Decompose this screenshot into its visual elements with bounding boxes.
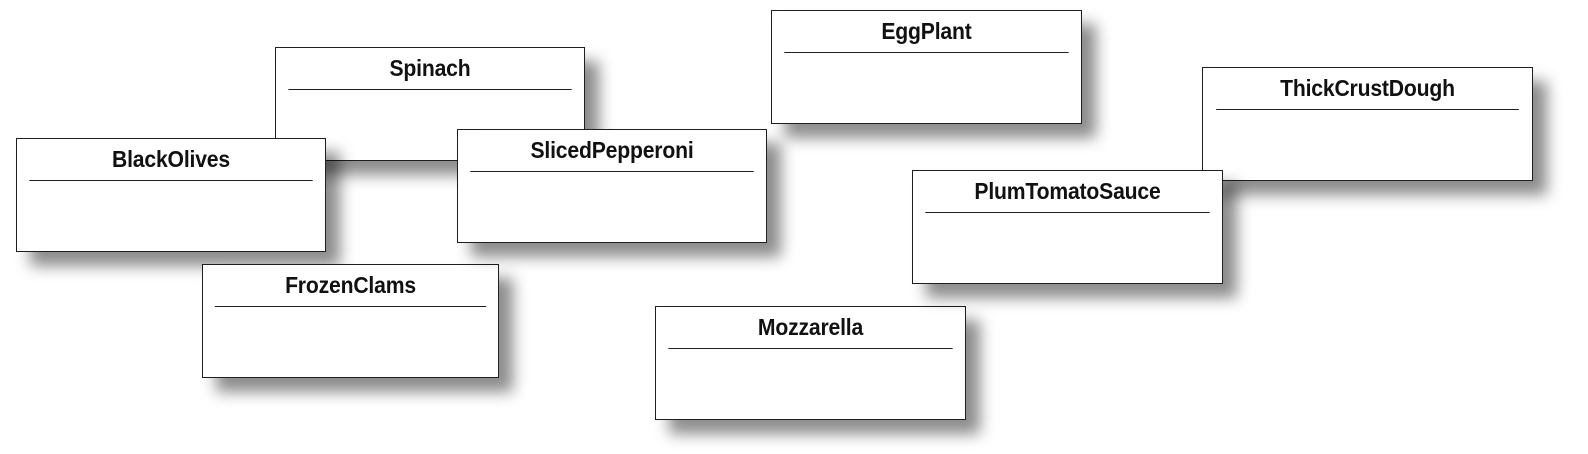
class-name: EggPlant [784, 11, 1069, 53]
class-name: FrozenClams [214, 265, 487, 307]
class-body [1203, 110, 1532, 180]
class-box-sliced-pepperoni[interactable]: SlicedPepperoni [457, 129, 767, 243]
class-name: SlicedPepperoni [470, 130, 754, 172]
class-name: BlackOlives [29, 139, 313, 181]
class-box-frozen-clams[interactable]: FrozenClams [202, 264, 499, 378]
class-body [772, 53, 1081, 123]
class-box-mozzarella[interactable]: Mozzarella [655, 306, 966, 420]
class-name: PlumTomatoSauce [925, 171, 1210, 213]
class-name: Mozzarella [668, 307, 953, 349]
class-body [656, 349, 965, 419]
class-box-spinach[interactable]: Spinach [275, 47, 585, 161]
class-body [913, 213, 1222, 283]
class-body [458, 172, 766, 242]
class-body [203, 307, 498, 377]
class-name: Spinach [288, 48, 572, 90]
class-body [17, 181, 325, 251]
class-box-plum-tomato-sauce[interactable]: PlumTomatoSauce [912, 170, 1223, 284]
class-box-thick-crust-dough[interactable]: ThickCrustDough [1202, 67, 1533, 181]
class-name: ThickCrustDough [1216, 68, 1519, 110]
class-box-black-olives[interactable]: BlackOlives [16, 138, 326, 252]
class-box-egg-plant[interactable]: EggPlant [771, 10, 1082, 124]
